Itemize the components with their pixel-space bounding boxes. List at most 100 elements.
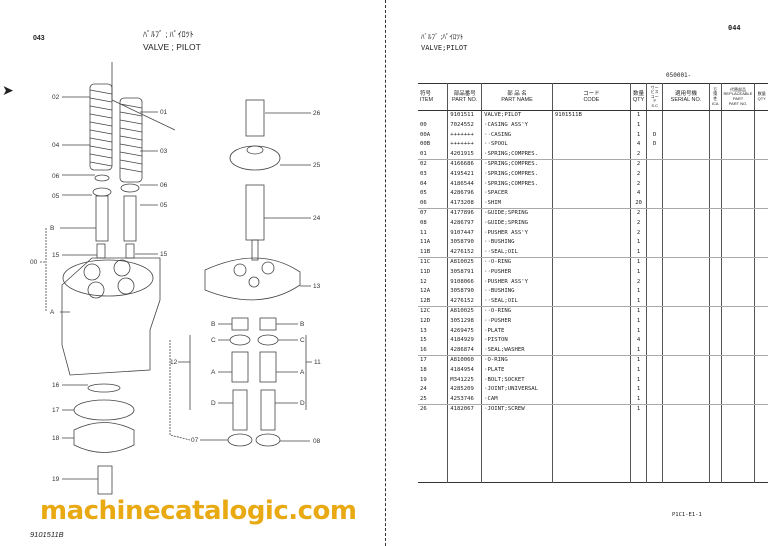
cell-code [551,375,631,385]
cursor-icon: ➤ [2,82,14,98]
cell-blank [708,257,722,268]
table-row [418,433,768,444]
cell-part: 7024552 [447,120,482,131]
cell-sc [646,335,663,346]
cell-blank [754,188,768,199]
cell-blank [708,169,722,180]
cell-blank [662,306,710,317]
cell-code [551,179,631,189]
cell-blank [708,149,722,160]
cell-item: 18 [420,366,427,373]
cell-qty [629,424,647,434]
callout-c-right: C [300,337,305,344]
right-page-number: 044 [728,24,741,32]
cell-sc [646,257,663,268]
cell-blank [720,316,755,327]
cell-code [551,463,631,473]
cell-blank [720,120,755,131]
callout-b-right: B [300,321,304,328]
cell-blank [662,218,710,229]
cell-blank [708,316,722,327]
cell-part [447,433,482,444]
cell-qty: 1 [629,404,647,415]
spring-02 [89,83,113,171]
cell-part: 4182067 [447,404,482,415]
cell-code [551,130,631,140]
callout-00: 00 [30,259,38,266]
cell-name: ··O-RING [481,257,553,268]
cell-qty: 4 [629,139,647,150]
cell-blank [720,159,755,170]
cell-blank [708,384,722,395]
cell-item [418,414,448,424]
cell-name: ·GUIDE;SPRING [481,208,553,219]
cell-qty [629,414,647,424]
cell-blank [720,218,755,229]
callout-17: 17 [52,407,60,414]
cell-sc [646,463,663,473]
cell-name: ··SEAL;OIL [481,296,553,307]
cell-name: ·JOINT;SCREW [481,404,553,415]
cell-item: 11A [420,239,431,246]
cell-blank [754,384,768,395]
left-title-en: VALVE ; PILOT [143,42,201,52]
cell-blank [754,463,768,473]
cell-blank [754,179,768,189]
cell-name: ·SPACER [481,188,553,199]
cell-blank [662,179,710,189]
cell-blank [754,198,768,209]
cell-qty: 2 [629,228,647,238]
cell-name: ·BOLT;SOCKET [481,375,553,385]
cell-blank [720,296,755,307]
cell-qty: 2 [629,159,647,170]
cell-blank [754,120,768,131]
cell-blank [662,394,710,405]
cell-part: 4286874 [447,345,482,356]
cell-code [551,365,631,376]
cell-blank [754,149,768,160]
cell-name: ·PLATE [481,326,553,336]
cell-blank [720,188,755,199]
cell-part: 4276152 [447,296,482,307]
cell-code [551,414,631,424]
cell-qty: 2 [629,169,647,180]
cell-blank [754,228,768,238]
cell-blank [754,296,768,307]
cell-part: 4173208 [447,198,482,209]
cell-sc [646,472,663,483]
cell-item [418,434,448,444]
cell-blank [754,394,768,405]
callout-03: 03 [160,148,168,155]
cell-name: ·SEAL;WASHER [481,345,553,356]
cell-qty: 1 [629,247,647,258]
cell-item [418,444,448,454]
cell-part: 4285209 [447,384,482,395]
cell-qty: 1 [629,306,647,317]
cell-part: 4276152 [447,247,482,258]
callout-a: A [50,309,55,316]
cell-blank [754,130,768,140]
cell-name: ·JOINT;UNIVERSAL [481,384,553,395]
cell-code [551,257,631,268]
cell-blank [708,198,722,209]
cell-qty: 2 [629,149,647,160]
cell-item: 26 [420,406,427,413]
cell-blank [720,286,755,297]
drawing-number: 9101511B [30,530,64,539]
cell-qty: 1 [629,120,647,131]
cell-blank [754,316,768,327]
cell-blank [754,443,768,454]
callout-26: 26 [313,110,321,117]
callout-19: 19 [52,476,60,483]
